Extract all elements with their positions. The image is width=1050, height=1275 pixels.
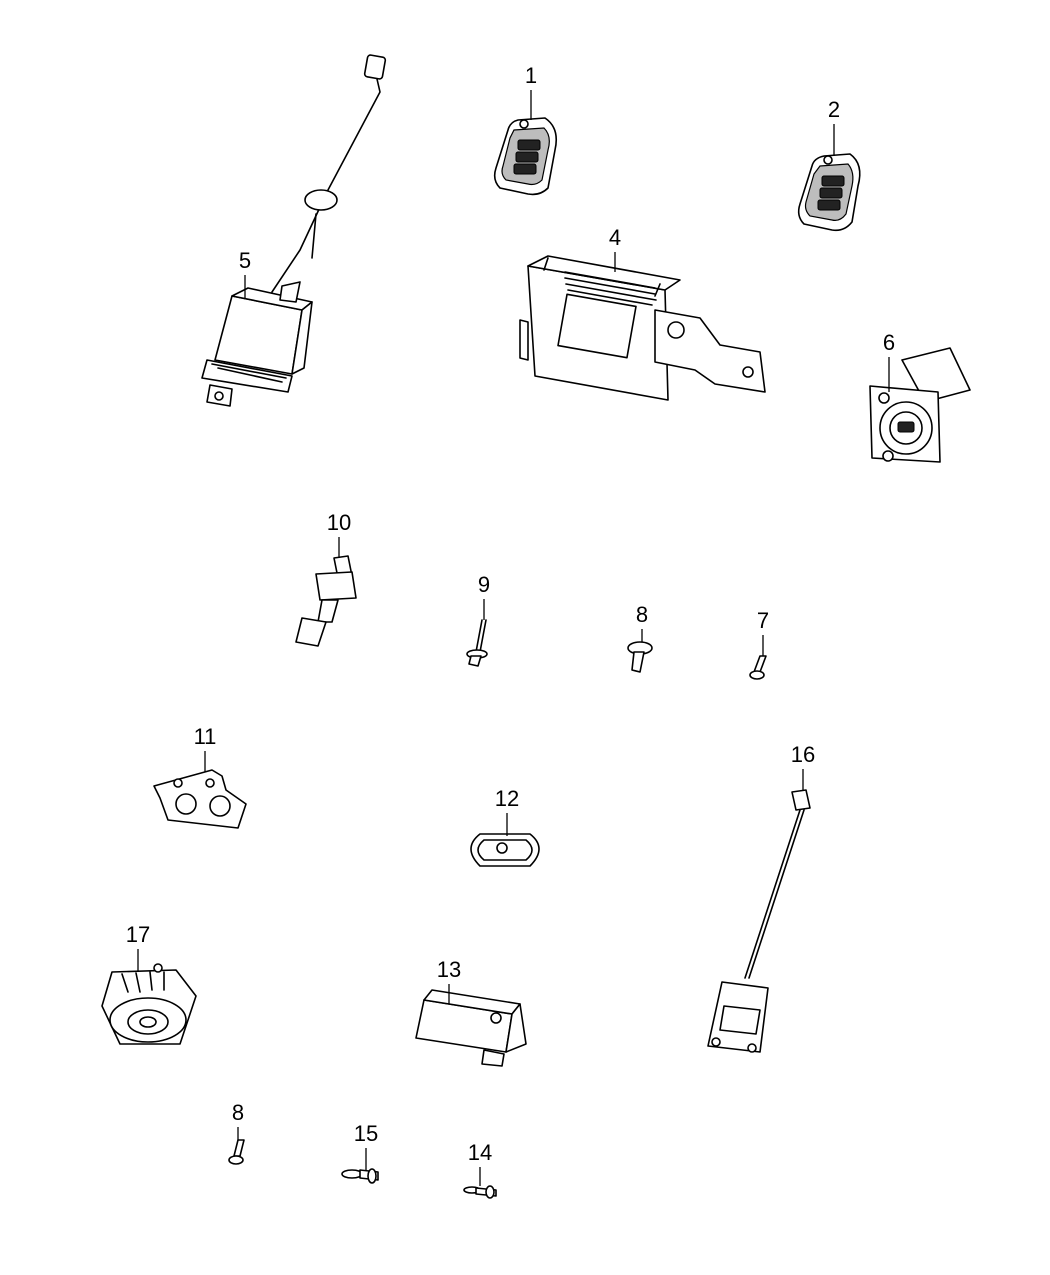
callout-14-label: 14 xyxy=(468,1140,492,1165)
callout-10-label: 10 xyxy=(327,510,351,535)
part-5-antenna-module[interactable] xyxy=(201,54,387,407)
callout-5: 5 xyxy=(239,248,251,298)
callout-8-lower-label: 8 xyxy=(232,1100,244,1125)
callout-9: 9 xyxy=(478,572,490,620)
part-10-sensor[interactable] xyxy=(295,555,357,647)
part-6-ignition-switch[interactable] xyxy=(869,347,971,463)
callout-11: 11 xyxy=(194,724,217,772)
callout-14: 14 xyxy=(468,1140,492,1186)
callout-8-upper-label: 8 xyxy=(636,602,648,627)
callout-12: 12 xyxy=(495,786,519,836)
callout-13-label: 13 xyxy=(437,957,461,982)
part-13-module[interactable] xyxy=(415,989,527,1067)
callout-15-label: 15 xyxy=(354,1121,378,1146)
part-7-screw[interactable] xyxy=(749,655,767,680)
part-4-control-module[interactable] xyxy=(519,255,766,401)
part-1-key-fob[interactable] xyxy=(493,117,558,196)
part-16-antenna[interactable] xyxy=(707,789,811,1053)
callout-1-label: 1 xyxy=(525,63,537,88)
callout-4-label: 4 xyxy=(609,225,621,250)
callout-12-label: 12 xyxy=(495,786,519,811)
part-12-cover[interactable] xyxy=(470,833,540,867)
part-8-screw-upper[interactable] xyxy=(627,641,653,673)
callout-7: 7 xyxy=(757,608,769,656)
callout-16-label: 16 xyxy=(791,742,815,767)
part-17-siren[interactable] xyxy=(101,963,197,1045)
callout-13: 13 xyxy=(437,957,461,1004)
callout-16: 16 xyxy=(791,742,815,790)
callout-7-label: 7 xyxy=(757,608,769,633)
part-9-bolt[interactable] xyxy=(466,619,488,667)
callout-11-label: 11 xyxy=(194,724,217,749)
callout-17-label: 17 xyxy=(126,922,150,947)
part-11-bracket[interactable] xyxy=(153,769,247,829)
callout-4: 4 xyxy=(609,225,621,272)
callout-17: 17 xyxy=(126,922,150,972)
part-14-push-pin[interactable] xyxy=(463,1185,497,1199)
callout-8-lower: 8 xyxy=(232,1100,244,1140)
callout-6-label: 6 xyxy=(883,330,895,355)
part-2-key-fob[interactable] xyxy=(797,153,861,232)
callout-1: 1 xyxy=(525,63,537,120)
callout-5-label: 5 xyxy=(239,248,251,273)
callout-2-label: 2 xyxy=(828,97,840,122)
callout-8-upper: 8 xyxy=(636,602,648,642)
callout-15: 15 xyxy=(354,1121,378,1170)
callout-6: 6 xyxy=(883,330,895,392)
callout-2: 2 xyxy=(828,97,840,156)
callout-10: 10 xyxy=(327,510,351,558)
callout-9-label: 9 xyxy=(478,572,490,597)
part-15-push-pin[interactable] xyxy=(341,1168,379,1184)
part-8-screw-lower[interactable] xyxy=(228,1139,245,1165)
